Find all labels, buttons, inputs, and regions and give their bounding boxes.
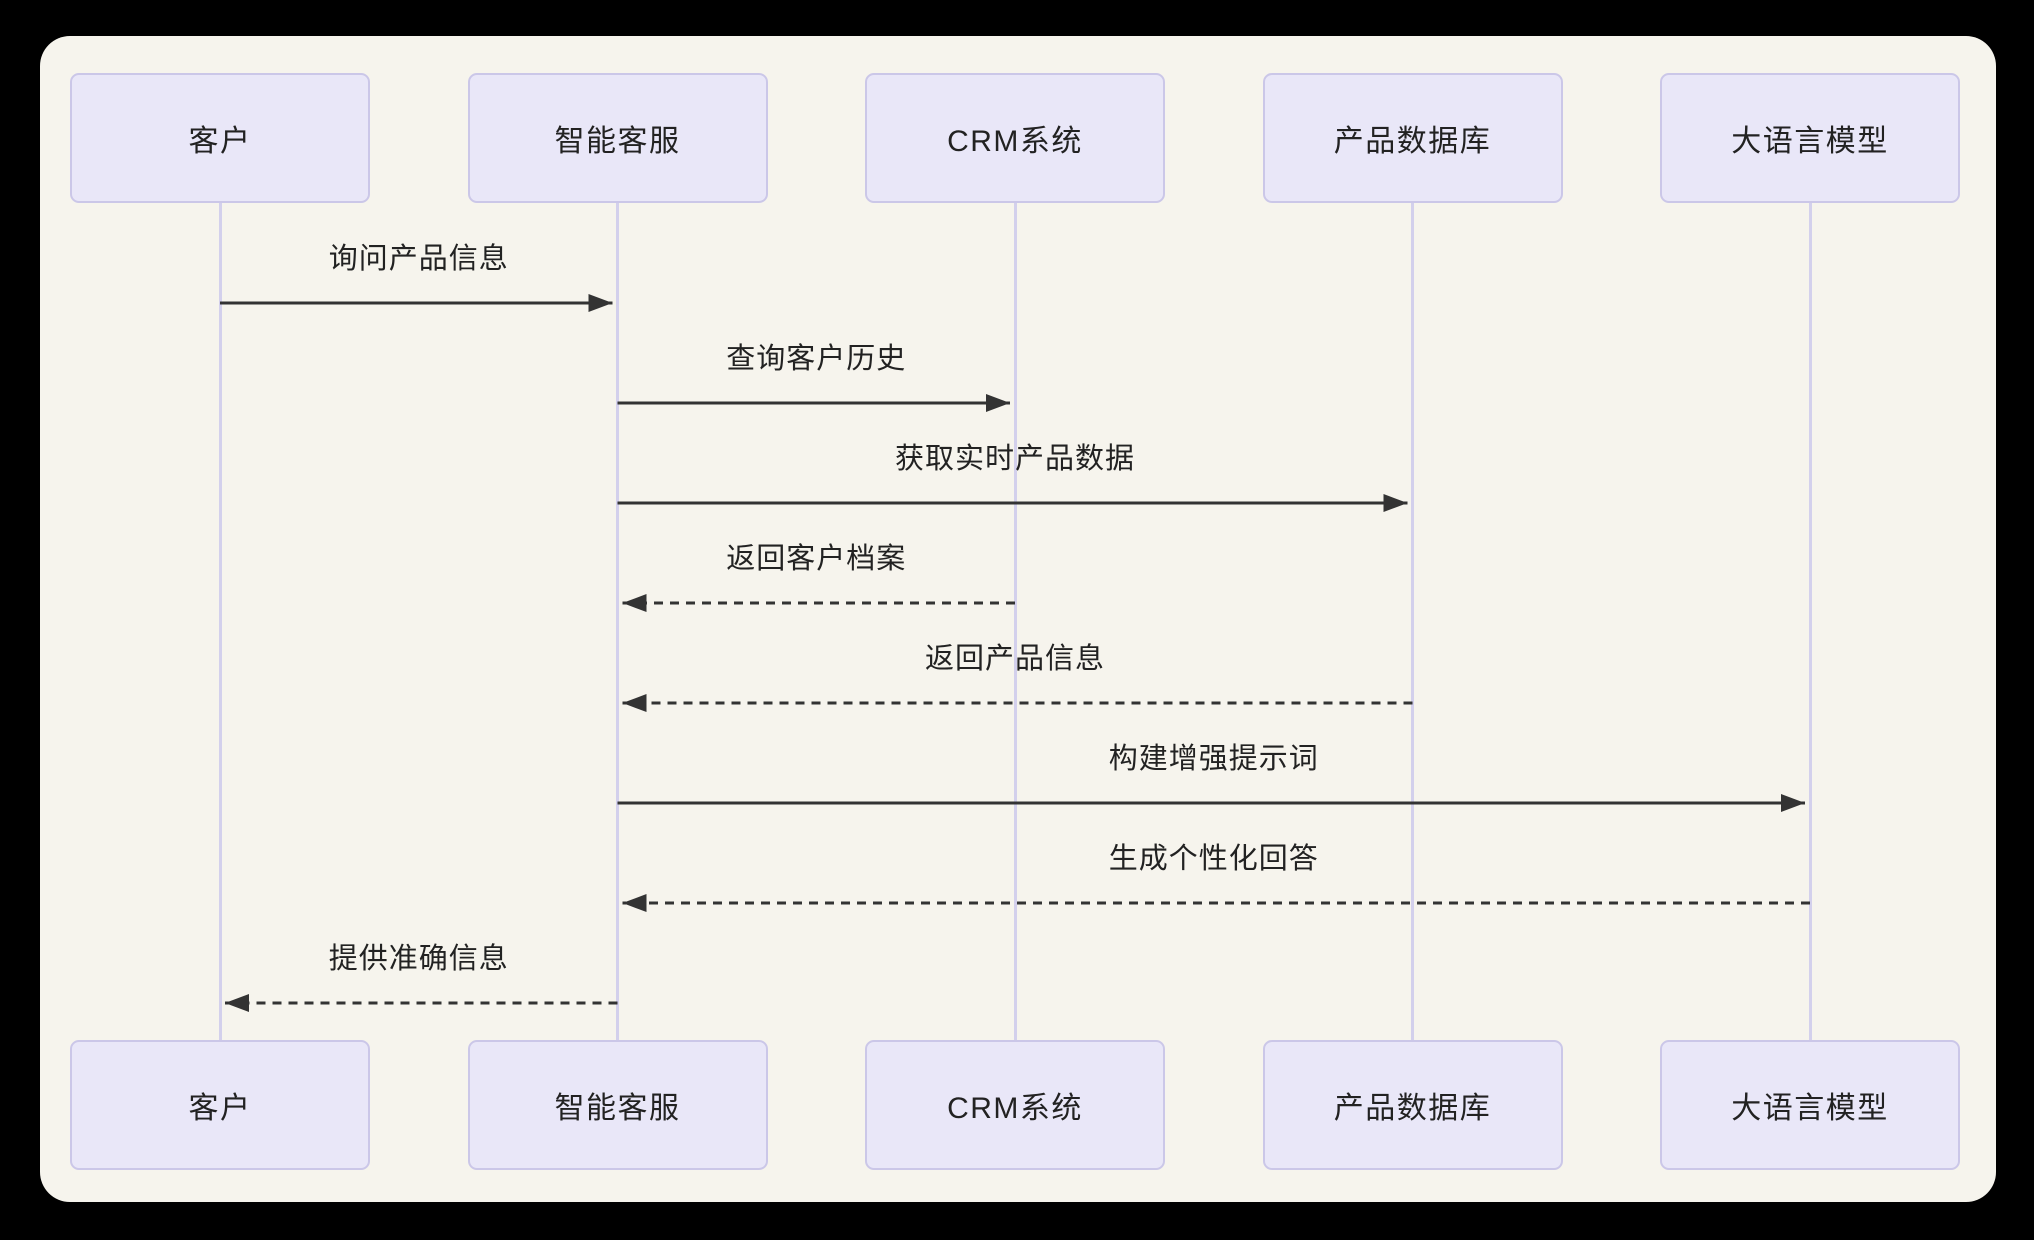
message-label-3: 获取实时产品数据 bbox=[894, 443, 1136, 475]
actor-box-bottom-crm-system: CRM系统 bbox=[865, 1040, 1165, 1170]
message-label-4: 返回客户档案 bbox=[726, 543, 907, 575]
lifeline-llm bbox=[1808, 203, 1812, 1040]
message-label-6: 构建增强提示词 bbox=[1108, 743, 1319, 775]
actor-label-crm-system: CRM系统 bbox=[947, 1092, 1083, 1125]
actor-box-bottom-llm: 大语言模型 bbox=[1660, 1040, 1960, 1170]
actor-label-product-db: 产品数据库 bbox=[1333, 1092, 1492, 1125]
lifeline-crm-system bbox=[1013, 203, 1017, 1040]
lifeline-ai-agent bbox=[616, 203, 619, 1040]
actor-label-llm: 大语言模型 bbox=[1731, 1092, 1889, 1125]
lifeline-product-db bbox=[1411, 203, 1414, 1040]
message-label-5: 返回产品信息 bbox=[924, 643, 1106, 675]
actor-label-ai-agent: 智能客服 bbox=[554, 125, 681, 158]
actor-box-bottom-customer: 客户 bbox=[70, 1040, 370, 1170]
actor-box-bottom-product-db: 产品数据库 bbox=[1262, 1040, 1563, 1170]
actor-box-top-product-db: 产品数据库 bbox=[1262, 73, 1563, 203]
actor-box-bottom-ai-agent: 智能客服 bbox=[467, 1040, 768, 1170]
actor-label-crm-system: CRM系统 bbox=[947, 125, 1083, 158]
message-label-8: 提供准确信息 bbox=[328, 943, 509, 975]
message-label-2: 查询客户历史 bbox=[726, 343, 907, 375]
actor-box-top-crm-system: CRM系统 bbox=[865, 73, 1165, 203]
actor-label-product-db: 产品数据库 bbox=[1333, 125, 1492, 158]
actor-label-customer: 客户 bbox=[188, 125, 252, 158]
lifeline-customer bbox=[218, 203, 222, 1040]
actor-box-top-ai-agent: 智能客服 bbox=[467, 73, 768, 203]
diagram-panel bbox=[40, 36, 1996, 1202]
actor-box-top-customer: 客户 bbox=[70, 73, 370, 203]
actor-label-customer: 客户 bbox=[188, 1092, 252, 1125]
message-label-1: 询问产品信息 bbox=[328, 243, 509, 275]
actor-label-llm: 大语言模型 bbox=[1731, 125, 1889, 158]
actor-label-ai-agent: 智能客服 bbox=[554, 1092, 681, 1125]
actor-box-top-llm: 大语言模型 bbox=[1660, 73, 1960, 203]
message-label-7: 生成个性化回答 bbox=[1108, 843, 1319, 875]
